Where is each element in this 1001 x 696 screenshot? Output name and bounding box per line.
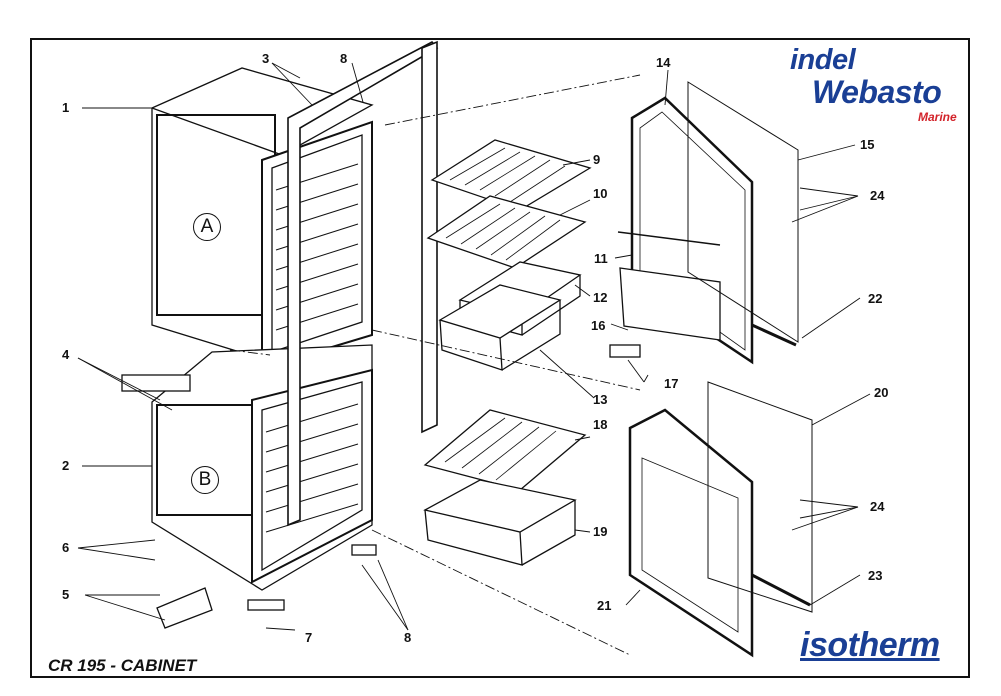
drawer-13 [438,284,562,371]
part-number-2: 2 [62,458,70,473]
part-number-22: 22 [868,291,883,306]
logo-webasto-text: Webasto [812,74,942,110]
part-number-12: 12 [593,290,608,305]
part-number-15: 15 [860,137,875,152]
bracket-4 [121,374,191,392]
isotherm-logo: isotherm [800,626,958,672]
part-number-5: 5 [62,587,70,602]
panel-15 [687,81,799,343]
part-number-23: 23 [868,568,883,583]
cabinet-b [151,344,373,591]
tray-5 [156,587,213,629]
bracket-8 [351,544,377,556]
logo-isotherm-text: isotherm [800,626,940,664]
part-number-11: 11 [594,251,608,266]
part-number-13: 13 [593,392,608,407]
part-number-14: 14 [656,55,671,70]
bracket-7 [247,599,285,611]
door-14 [617,96,754,365]
part-number-9: 9 [593,152,601,167]
drawer-19 [423,479,577,566]
shelf-9 [430,139,592,211]
part-number-19: 19 [593,524,608,539]
part-number-10: 10 [593,186,608,201]
part-number-1: 1 [62,100,70,115]
cabinet-b-label: B [191,466,219,494]
logo-marine-text: Marine [918,110,957,124]
part-number-24-top: 24 [870,188,885,203]
part-number-21: 21 [597,598,612,613]
logo-indel-text: indel [790,44,856,76]
hinge-16 [609,344,641,358]
part-number-3: 3 [262,51,270,66]
door-21 [628,408,754,658]
shelf-18 [423,409,587,491]
diagram-caption: CR 195 - CABINET [48,656,197,675]
part-number-17: 17 [664,376,679,391]
diagram-frame [30,38,970,678]
cabinet-a [151,67,374,370]
part-number-20: 20 [874,385,889,400]
panel-20 [707,381,813,613]
shelf-10 [426,195,587,269]
indel-webasto-logo: indel Webasto Marine [790,44,962,126]
part-number-8-top: 8 [340,51,348,66]
part-number-8-bottom: 8 [404,630,412,645]
cabinet-a-label: A [193,213,221,241]
part-number-7: 7 [305,630,313,645]
part-number-4: 4 [62,347,70,362]
part-number-6: 6 [62,540,70,555]
part-number-24-bottom: 24 [870,499,885,514]
part-number-16: 16 [591,318,606,333]
part-number-18: 18 [593,417,608,432]
